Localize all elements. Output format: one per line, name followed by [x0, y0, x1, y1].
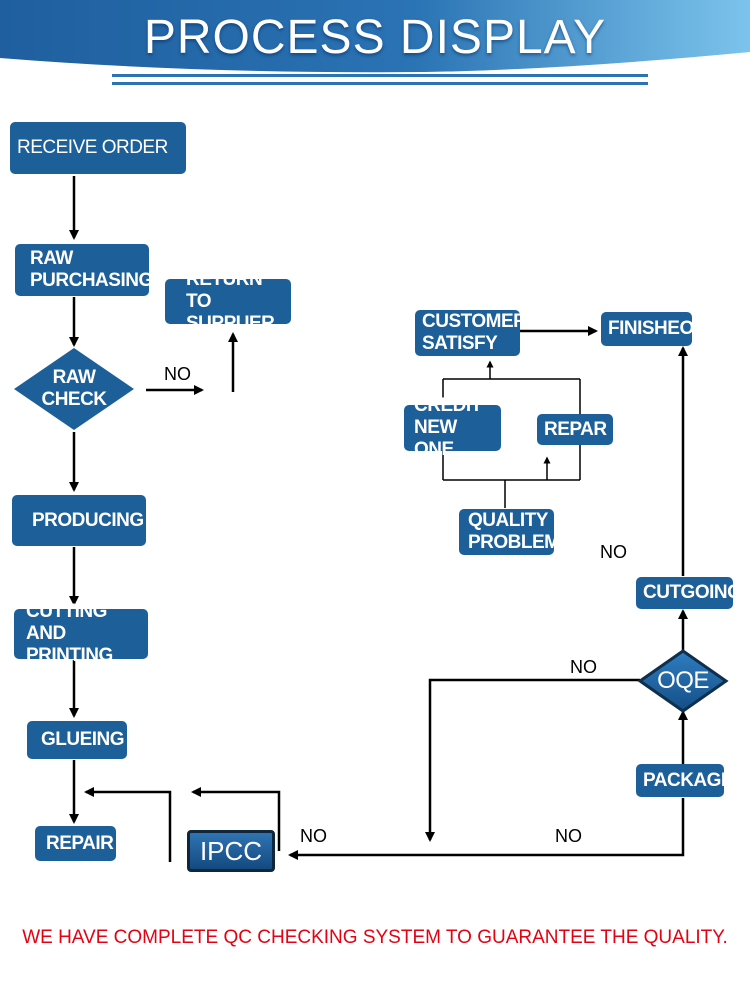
header-background — [0, 0, 750, 85]
raw-purchasing-line-2: PURCHASING — [30, 270, 153, 291]
repair-label: REPAIR — [46, 832, 114, 854]
connector-loop-from-ipcc — [191, 787, 281, 851]
customer-satisfy-box: CUSTOMER SATISFY — [415, 310, 527, 356]
connector-package-no-to-ipcc — [288, 798, 685, 860]
oqe-text: OQE — [657, 667, 709, 694]
footer-note: WE HAVE COMPLETE QC CHECKING SYSTEM TO G… — [22, 927, 728, 948]
outgoing-label: CUTGOING — [643, 582, 742, 603]
cutting-line-2: PRINTING — [26, 645, 113, 666]
return-line-2: SUPPUER — [186, 312, 275, 334]
no-label-oqe: NO — [570, 657, 597, 677]
return-to-supplier-box: RETURN TO SUPPUER — [165, 269, 291, 334]
header-banner: PROCESS DISPLAY — [0, 0, 750, 95]
no-label-outgoing: NO — [600, 542, 627, 562]
quality-problem-box: QUALITY PROBLEM — [459, 509, 560, 555]
customer-satisfy-line-2: SATISFY — [422, 333, 498, 354]
outgoing-box: CUTGOING — [636, 577, 742, 609]
return-line-1: RETURN TO — [186, 268, 263, 312]
raw-check-line-2: CHECK — [41, 389, 107, 410]
oqe-label: OQE — [648, 667, 718, 695]
receive-order-box: RECEIVE ORDER — [10, 122, 186, 174]
producing-label: PRODUCING — [32, 509, 144, 531]
customer-satisfy-line-1: CUSTOMER — [422, 311, 527, 332]
connector-oqe-no — [425, 678, 640, 842]
package-label: PACKAGE — [643, 769, 734, 791]
glueing-label: GLUEING — [41, 729, 125, 750]
cutting-printing-box: CUTTING AND PRINTING — [14, 601, 148, 666]
finished-label: FINISHEO — [608, 318, 694, 339]
producing-box: PRODUCING — [12, 495, 146, 546]
raw-purchasing-box: RAW PURCHASING — [15, 244, 153, 296]
ipcc-box: IPCC — [187, 830, 275, 872]
package-box: PACKAGE — [636, 764, 734, 797]
raw-check-label: RAW CHECK — [34, 367, 114, 411]
no-label-package: NO — [555, 826, 582, 846]
raw-check-diamond — [14, 348, 134, 430]
raw-purchasing-line-1: RAW — [30, 248, 73, 269]
cutting-line-1: CUTTING AND — [26, 601, 107, 644]
page-title: PROCESS DISPLAY — [143, 11, 607, 64]
receive-order-label: RECEIVE ORDER — [17, 137, 168, 158]
no-label-raw-check: NO — [164, 364, 191, 384]
quality-line-1: QUALITY — [468, 510, 548, 531]
finished-box: FINISHEO — [601, 312, 694, 346]
repar-box: REPAR — [537, 414, 613, 445]
raw-check-line-1: RAW — [52, 367, 96, 388]
no-label-ipcc: NO — [300, 826, 327, 846]
credit-line-2: NEW ONE — [414, 417, 457, 460]
credit-new-one-box: CREDIT NEW ONE — [404, 395, 501, 460]
glueing-box: GLUEING — [27, 721, 127, 759]
repar-label: REPAR — [544, 418, 607, 440]
repair-box: REPAIR — [35, 826, 116, 861]
connector-loop-to-glueing — [84, 787, 172, 862]
credit-line-1: CREDIT — [414, 395, 482, 416]
quality-line-2: PROBLEM — [468, 532, 560, 553]
ipcc-label: IPCC — [199, 835, 263, 866]
oqe-diamond — [637, 649, 729, 713]
